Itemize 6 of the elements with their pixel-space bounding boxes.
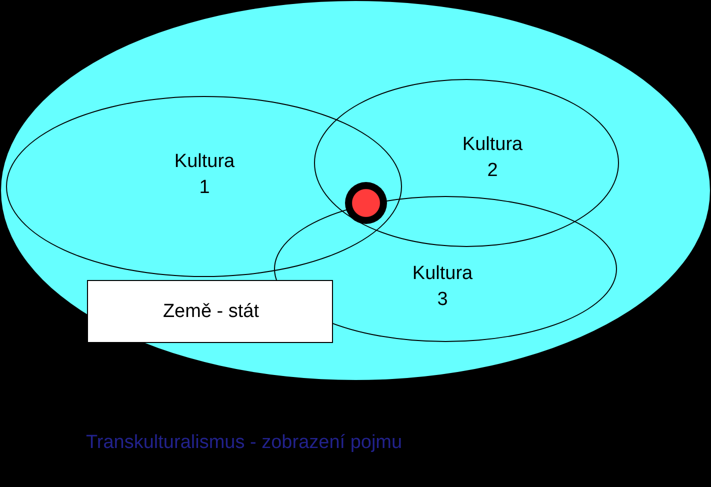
culture-label: Kultura 2 xyxy=(461,133,524,183)
caption: Transkulturalismus - zobrazení pojmu xyxy=(86,431,404,455)
region-ellipse xyxy=(0,0,711,381)
culture-label: Kultura 1 xyxy=(173,150,236,200)
box-label: Země - stát xyxy=(162,300,260,324)
culture-label: Kultura 3 xyxy=(411,262,474,312)
